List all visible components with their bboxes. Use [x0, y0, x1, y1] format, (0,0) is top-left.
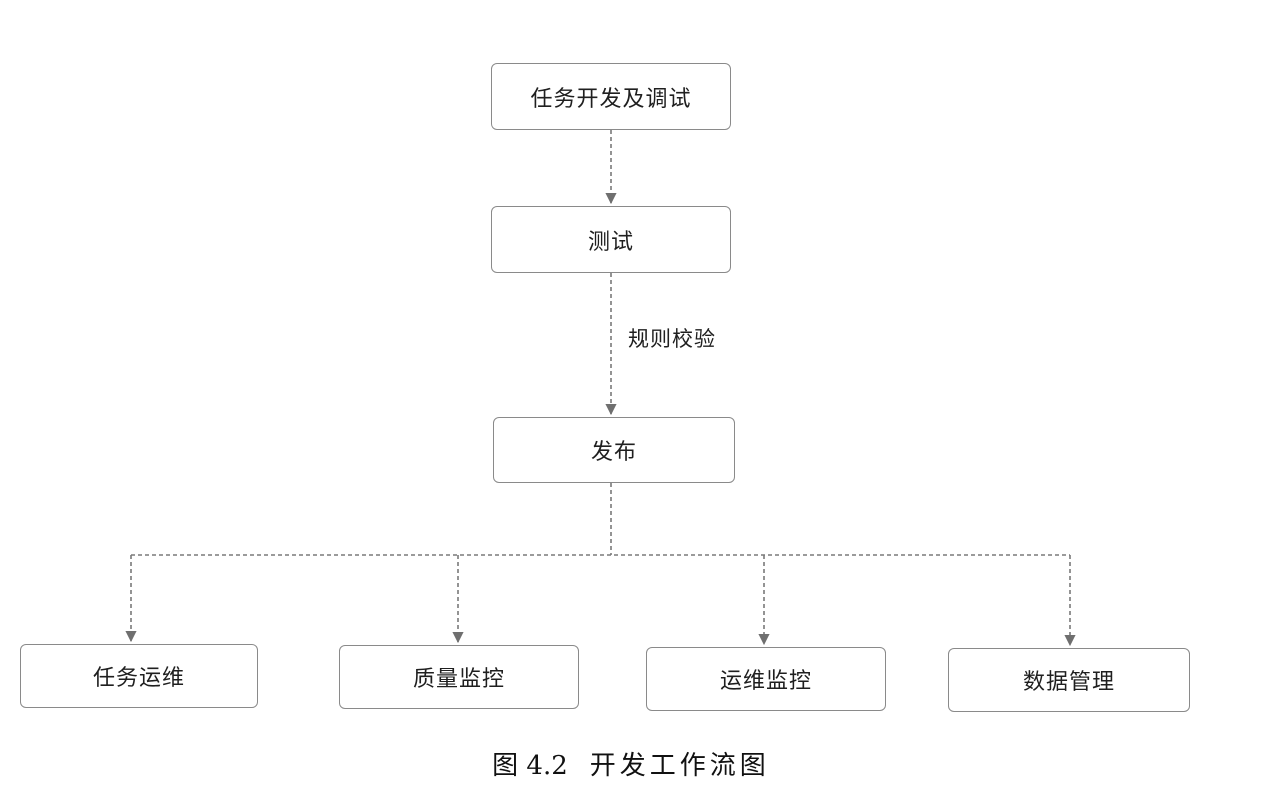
node-dev-debug: 任务开发及调试 — [491, 63, 731, 130]
node-quality-monitor: 质量监控 — [339, 645, 579, 709]
node-ops-monitor: 运维监控 — [646, 647, 886, 711]
edge-label-rule-check: 规则校验 — [628, 327, 716, 351]
figure-title: 开发工作流图 — [589, 751, 770, 781]
node-task-ops: 任务运维 — [20, 644, 258, 708]
figure-number: 图 4.2 — [492, 751, 568, 781]
node-publish: 发布 — [493, 417, 735, 483]
figure-caption: 图 4.2 开发工作流图 — [0, 745, 1262, 782]
node-data-mgmt: 数据管理 — [948, 648, 1190, 712]
node-test: 测试 — [491, 206, 731, 273]
